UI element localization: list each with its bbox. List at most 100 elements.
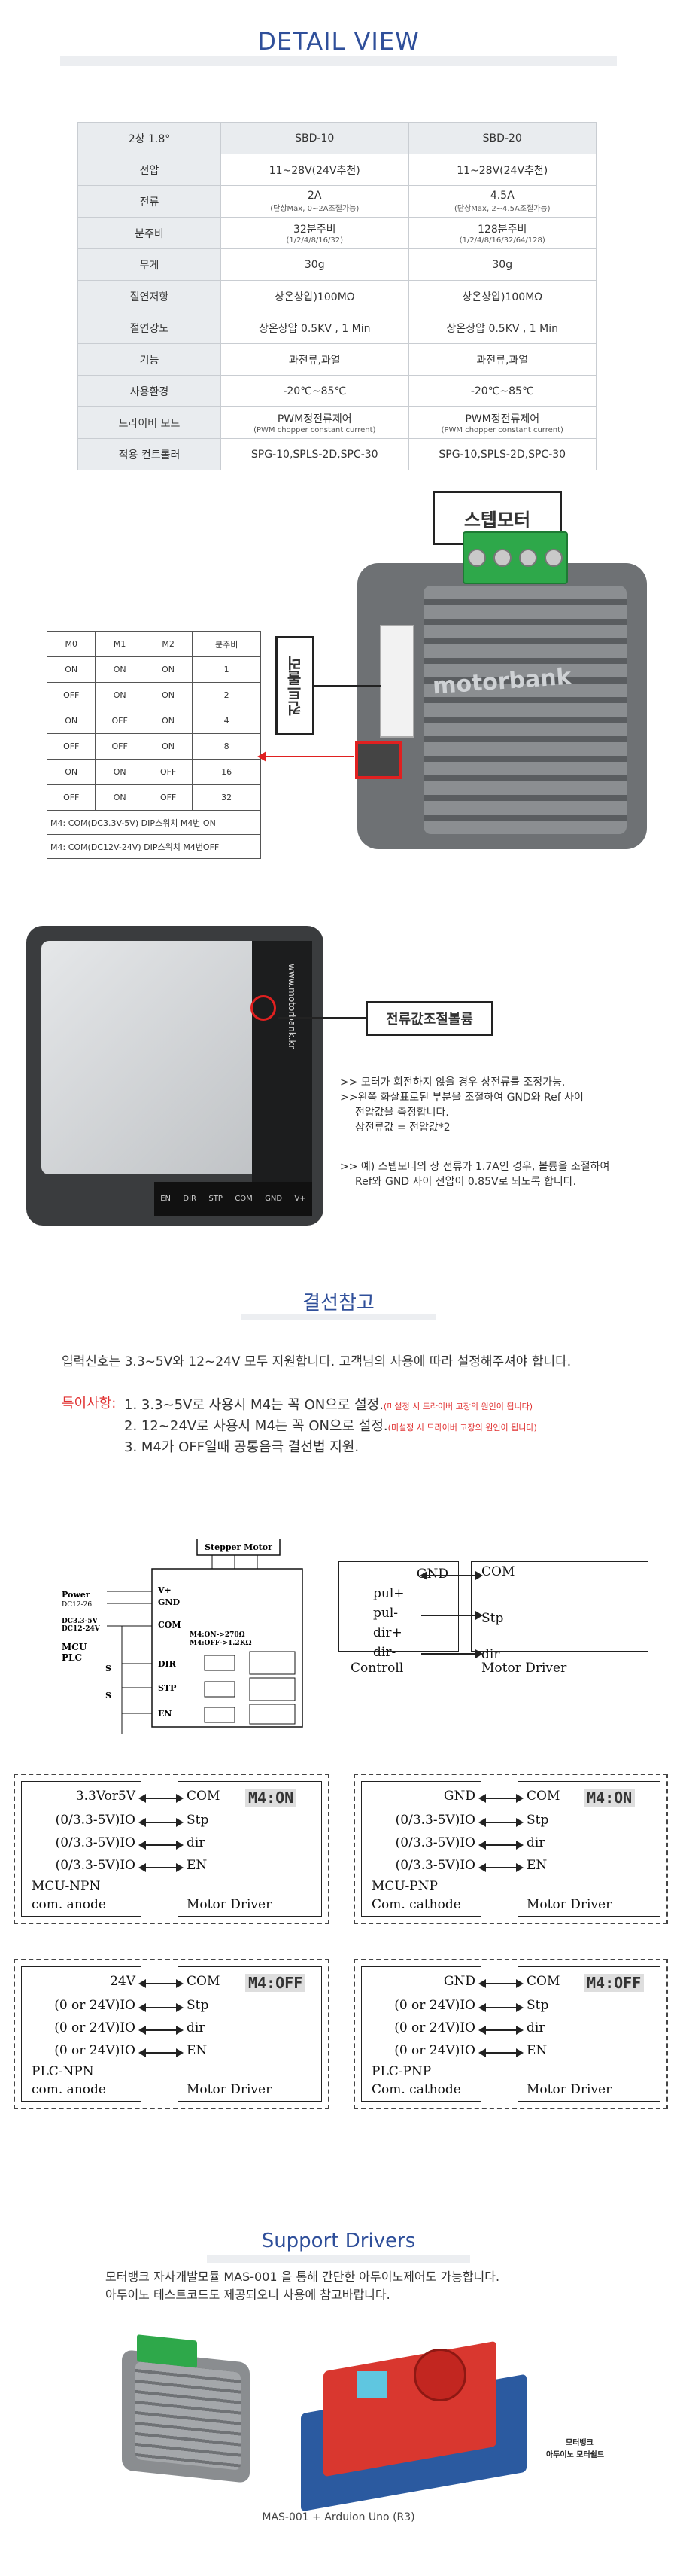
m4-mode-badge: M4:OFF [584,1974,645,1992]
spec-row-label: 전압 [77,154,221,186]
dip-header-division: 분주비 [192,631,261,657]
signal-arrow [138,1864,184,1871]
spec-cell-sbd10: 30g [220,248,409,281]
potentiometer-marker [250,995,276,1021]
m4-off-note: M4:OFF->1.2KΩ [190,1640,252,1647]
spec-row-label: 절연저항 [77,280,221,312]
motor-driver-panel [471,1561,648,1652]
signal-arrow [138,1980,184,1987]
signal-arrow [478,2026,524,2034]
source-label: (0 or 24V)IO [54,2043,135,2058]
driver-label: COM [187,1789,220,1804]
spec-row-label: 분주비 [77,217,221,249]
motor-terminal-block [463,531,568,584]
en-label: EN [158,1709,172,1719]
dip-cell: OFF [46,733,96,760]
stepper-motor-box [196,1539,281,1556]
spec-cell-sbd10: 2A(단상Max, 0~2A조절가능) [220,185,409,218]
spec-row: 사용환경-20℃~85℃-20℃~85℃ [77,375,597,407]
spec-cell-sbd20: 상온상압 0.5KV , 1 Min [408,312,597,344]
pin-gnd: GND [265,1195,283,1203]
source-panel [21,1966,141,2102]
driver-label: Stp [527,1998,549,2013]
power-voltage: DC12-26 [62,1601,92,1609]
source-label: 24V [110,1974,135,1989]
controller-panel [338,1561,459,1652]
source-panel [361,1781,481,1917]
dip-cell: ON [95,759,144,785]
driver-label: COM [527,1974,560,1989]
driver-com: COM [481,1564,515,1579]
signal-arrow [478,1980,524,1987]
source-label: 3.3Vor5V [75,1789,135,1804]
special-item-2: 2. 12~24V로 사용시 M4는 꼭 ON으로 설정.(미설정 시 드라이버… [124,1418,537,1434]
driver-label: Stp [187,1813,209,1828]
support-title: Support Drivers [261,2230,416,2252]
dip-cell: OFF [95,733,144,760]
driver-label: Motor Driver [187,1897,272,1912]
controller-label: 컨트롤러 [275,636,314,735]
wiring-title-underline [241,1314,436,1320]
dip-cell: ON [46,759,96,785]
driver-label: dir [187,2020,205,2036]
motor-front-image: motorbank [357,563,647,849]
dip-cell: ON [95,784,144,811]
dip-cell: ON [46,656,96,683]
source-label: PLC-PNP [372,2064,432,2079]
dip-cell: 8 [192,733,261,760]
stepper-motor-label: Stepper Motor [205,1542,272,1552]
spec-row-label: 사용환경 [77,375,221,407]
source-label: (0/3.3-5V)IO [55,1813,135,1828]
dip-cell: ON [143,733,193,760]
source-label: GND [443,1974,475,1989]
driver-label: Stp [187,1998,209,2013]
source-label: (0 or 24V)IO [394,2043,475,2058]
dip-cell: ON [46,708,96,734]
dip-cell: OFF [46,682,96,708]
signal-arrow [478,1841,524,1849]
signal-arrow [478,1819,524,1826]
source-panel [21,1781,141,1917]
signal-arrow [478,2004,524,2011]
spec-cell-sbd10: -20℃~85℃ [220,375,409,407]
pin-stp: STP [208,1195,223,1203]
pcb-text: www.motorbank.kr [252,941,312,1212]
detail-view-title: DETAIL VIEW [257,27,420,56]
signal-arrow [478,1864,524,1871]
controller-title: Controll [351,1661,404,1676]
s-label-1: S [105,1664,111,1673]
spec-header-sbd20: SBD-20 [408,122,597,154]
spec-row-label: 기능 [77,343,221,376]
vplus-label: V+ [157,1585,172,1595]
plc-label: PLC [62,1652,82,1663]
dip-cell: OFF [143,784,193,811]
mcu-label: MCU [62,1642,87,1652]
dip-cell: 16 [192,759,261,785]
driver-label: dir [527,1835,545,1850]
driver-title: Motor Driver [481,1661,567,1676]
arrow-pul-stp [421,1612,483,1619]
shield-tag-2: 아두이노 모터쉴드 [546,2451,605,2459]
source-label: MCU-PNP [372,1879,438,1894]
m4-on-note: M4:ON->270Ω [190,1631,245,1639]
source-label: GND [443,1789,475,1804]
signal-arrow [138,2004,184,2011]
spec-cell-sbd10: 과전류,과열 [220,343,409,376]
spec-cell-sbd10: 11~28V(24V추천) [220,154,409,186]
signal-arrow [478,1795,524,1802]
signal-arrow [138,1819,184,1826]
dir-label: DIR [158,1659,177,1669]
controller-leader-line [314,685,381,687]
knob-icon [414,2349,466,2401]
support-body: 모터뱅크 자사개발모듈 MAS-001 을 통해 간단한 아두이노제어도 가능합… [105,2270,500,2302]
driver-label: EN [187,2043,208,2058]
m4-mode-badge: M4:ON [245,1789,297,1807]
